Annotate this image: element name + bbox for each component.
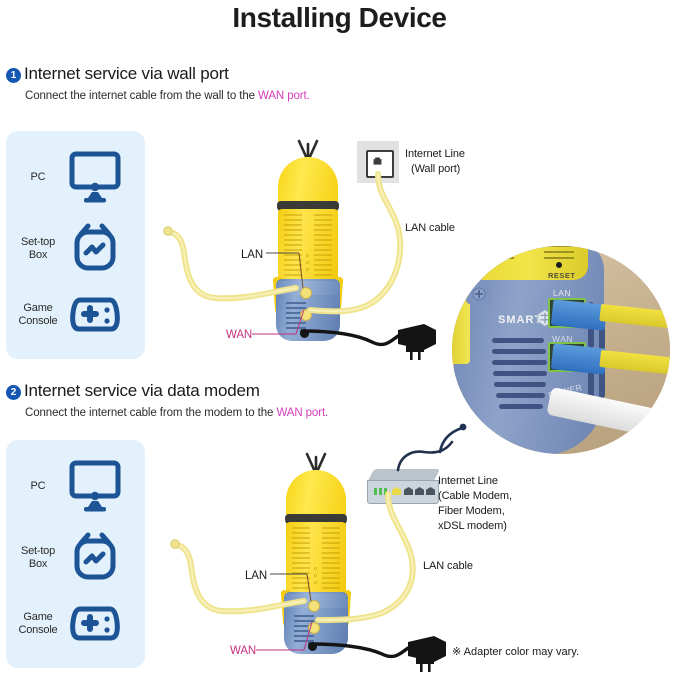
device-panel-1: PC Set-top Box [6, 131, 145, 359]
photo-router-top [470, 246, 588, 280]
modem-icon [367, 469, 441, 505]
device-label-settopbox-1-line1: Set-top [20, 236, 56, 248]
svg-text:o: o [306, 253, 309, 259]
device-label-gameconsole-1-line2: Console [18, 315, 58, 327]
device-label-settopbox-1: Set-top Box [10, 236, 66, 262]
gamepad-icon [66, 289, 124, 341]
source-label-2-line3: Fiber Modem, [438, 505, 505, 517]
section-1-number-badge: 1 [6, 68, 21, 83]
gamepad-icon [66, 598, 124, 650]
svg-text:o: o [306, 267, 309, 273]
svg-text:o: o [314, 566, 317, 572]
section-2-heading: Internet service via data modem [24, 381, 260, 400]
cable-label-2: LAN cable [423, 560, 473, 572]
wall-port-icon [357, 141, 399, 183]
modem-port-wan [392, 487, 401, 495]
device-label-pc-1: PC [30, 170, 46, 183]
svg-text:o: o [314, 573, 317, 579]
section-1-sub-text: Connect the internet cable from the wall… [25, 90, 258, 102]
router-1-wan-label: WAN [226, 329, 253, 341]
source-label-1-line2: (Wall port) [411, 163, 461, 175]
device-label-pc-2: PC [30, 479, 46, 492]
device-label-settopbox-1-line2: Box [28, 249, 48, 261]
photo-label-reset: RESET [548, 271, 576, 280]
monitor-icon [66, 460, 124, 512]
footnote: ※ Adapter color may vary. [452, 646, 580, 658]
router-wan-port-2 [308, 622, 320, 634]
settopbox-icon [66, 532, 124, 584]
device-label-gameconsole-2-line1: Game [23, 611, 53, 623]
source-label-1-line1: Internet Line [405, 148, 465, 160]
photo-brand-label: SMART [498, 314, 543, 326]
device-row-gameconsole-1: Game Console [10, 289, 124, 341]
device-label-settopbox-2: Set-top Box [10, 545, 66, 571]
wall-port-jack [366, 150, 394, 178]
section-1-heading: Internet service via wall port [24, 64, 229, 83]
photo-wan-plug [550, 343, 608, 375]
modem-led-3 [384, 488, 387, 495]
router-2-lan-label: LAN [245, 570, 268, 582]
modem-port-1 [404, 487, 413, 495]
section-1-sub-accent: WAN port. [258, 90, 310, 102]
router-lan-port-2 [308, 600, 320, 612]
router-power-port-2 [308, 642, 317, 651]
device-label-settopbox-2-line1: Set-top [20, 545, 56, 557]
modem-port-2 [415, 487, 424, 495]
monitor-icon [66, 151, 124, 203]
router-2-wan-label: WAN [230, 645, 257, 657]
device-label-gameconsole-1: Game Console [10, 302, 66, 328]
photo-vent-group-left [492, 338, 552, 425]
router-power-port-1 [300, 329, 309, 338]
device-label-gameconsole-1-line1: Game [23, 302, 53, 314]
photo-label-lan: LAN [553, 288, 572, 298]
photo-reset-hole [556, 262, 562, 268]
modem-led-2 [379, 488, 382, 495]
device-panel-2: PC Set-top Box [6, 440, 145, 668]
section-2-sub-accent: WAN port. [276, 407, 329, 419]
modem-front-face [367, 480, 439, 504]
device-row-gameconsole-2: Game Console [10, 598, 124, 650]
device-label-gameconsole-2: Game Console [10, 611, 66, 637]
page-title: Installing Device [232, 2, 447, 33]
photo-screw-plate [466, 284, 492, 304]
section-2-sub-text: Connect the internet cable from the mode… [25, 407, 277, 419]
svg-text:o: o [314, 580, 317, 586]
device-row-settopbox-2: Set-top Box [10, 532, 124, 584]
router-wan-port-1 [300, 309, 312, 321]
device-row-pc-2: PC [10, 460, 124, 512]
device-label-gameconsole-2-line2: Console [18, 624, 58, 636]
section-1-subheading: Connect the internet cable from the wall… [25, 90, 310, 102]
modem-port-3 [426, 487, 435, 495]
section-2-subheading: Connect the internet cable from the mode… [25, 407, 328, 419]
modem-led-1 [374, 488, 377, 495]
cable-label-1: LAN cable [405, 222, 455, 234]
photo-lan-plug [550, 299, 608, 331]
photo-router-strap [452, 292, 470, 364]
section-2-number-badge: 2 [6, 385, 21, 400]
source-label-2-line4: xDSL modem) [438, 520, 507, 532]
power-adapter-1 [394, 320, 442, 362]
router-lan-port-1 [300, 287, 312, 299]
port-closeup-photo: RESET [452, 246, 670, 454]
settopbox-icon [66, 223, 124, 275]
svg-text:o: o [306, 260, 309, 266]
power-adapter-2 [404, 632, 452, 674]
photo-label-wan: WAN [552, 334, 574, 344]
device-row-pc-1: PC [10, 151, 124, 203]
source-label-2-line1: Internet Line [438, 475, 498, 487]
device-label-settopbox-2-line2: Box [28, 558, 48, 570]
router-1-lan-label: LAN [241, 249, 264, 261]
source-label-2-line2: (Cable Modem, [438, 490, 512, 502]
device-row-settopbox-1: Set-top Box [10, 223, 124, 275]
